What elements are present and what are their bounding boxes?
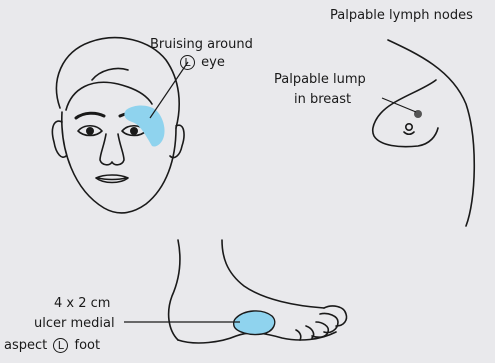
ulcer-label-line2: ulcer medial: [34, 316, 115, 332]
leg-left-outline: [169, 240, 180, 340]
left-side-marker: L: [180, 55, 195, 70]
ulcer-marking: [234, 311, 275, 335]
bruising-eye-text: eye: [201, 55, 225, 70]
breast-outline: [373, 80, 438, 147]
nose: [100, 134, 124, 165]
torso-outline: [388, 40, 474, 226]
nipple: [406, 124, 412, 130]
ulcer-side-marker: L: [53, 338, 68, 353]
face-drawing: [52, 38, 184, 213]
ulcer-aspect-text: aspect: [4, 338, 47, 353]
ulcer-label-line3: aspect L foot: [4, 338, 100, 354]
lymph-nodes-label: Palpable lymph nodes: [330, 8, 473, 24]
torso-drawing: [373, 40, 474, 226]
leg-right-outline: [222, 240, 324, 308]
lump-label-line1: Palpable lump: [274, 72, 366, 88]
bruising-label-line2: L eye: [178, 55, 225, 71]
lump-label-line2: in breast: [294, 92, 351, 108]
ulcer-label-line1: 4 x 2 cm: [54, 296, 110, 312]
right-ear: [170, 125, 184, 157]
left-pupil: [131, 128, 137, 134]
bruising-label-line1: Bruising around: [150, 37, 253, 53]
right-brow: [76, 113, 104, 118]
hair-part: [92, 68, 128, 80]
ulcer-foot-text: foot: [75, 338, 101, 353]
right-pupil: [87, 128, 93, 134]
